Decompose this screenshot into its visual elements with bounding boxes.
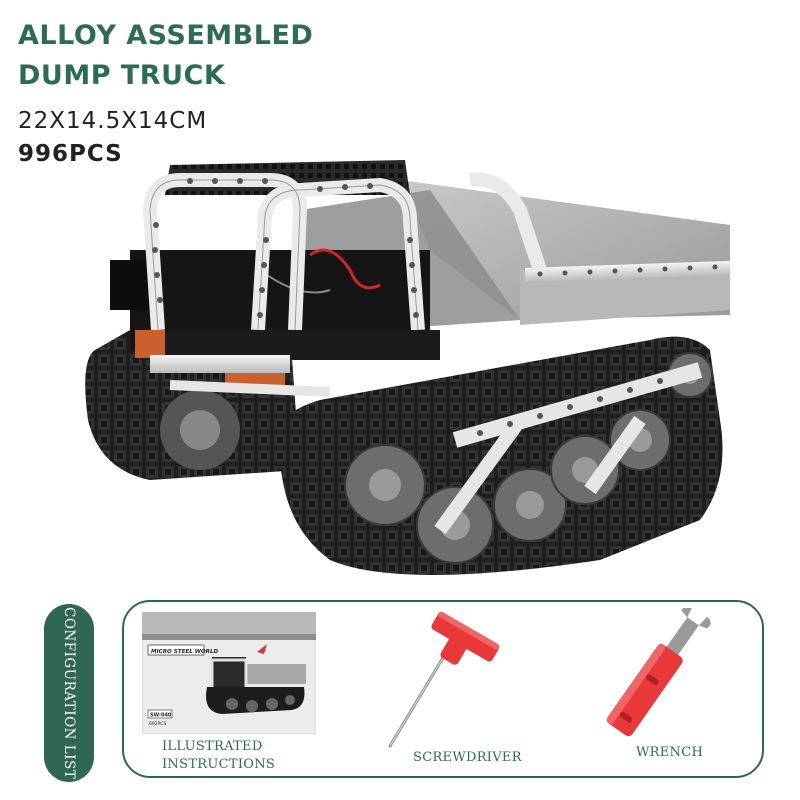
dump-truck-image: [85, 160, 731, 575]
instructions-caption-line2: INSTRUCTIONS: [162, 757, 276, 772]
screwdriver-caption: SCREWDRIVER: [413, 750, 522, 765]
configuration-list-box: [122, 600, 764, 778]
screwdriver-icon: [388, 611, 500, 748]
instructions-caption: ILLUSTRATED INSTRUCTIONS: [162, 738, 275, 774]
instruction-manual-image: MICRO STEEL WORLD SW-040 692PCS: [142, 612, 316, 734]
configuration-list-tab: [44, 604, 94, 782]
wrench-icon: [606, 608, 711, 737]
manual-model: SW-040: [150, 713, 172, 719]
product-title-line1: ALLOY ASSEMBLED: [18, 20, 314, 51]
product-dimensions: 22X14.5X14CM: [18, 108, 208, 134]
instructions-caption-line1: ILLUSTRATED: [162, 739, 263, 754]
wrench-caption: WRENCH: [636, 745, 704, 760]
piece-count: 996PCS: [18, 141, 123, 167]
configuration-list-label-wrap: CONFIGURATION LIST: [44, 604, 94, 782]
manual-pcs: 692PCS: [149, 721, 166, 727]
product-title-line2: DUMP TRUCK: [18, 60, 226, 91]
configuration-list-label: CONFIGURATION LIST: [61, 606, 77, 780]
manual-brand: MICRO STEEL WORLD: [151, 649, 219, 655]
